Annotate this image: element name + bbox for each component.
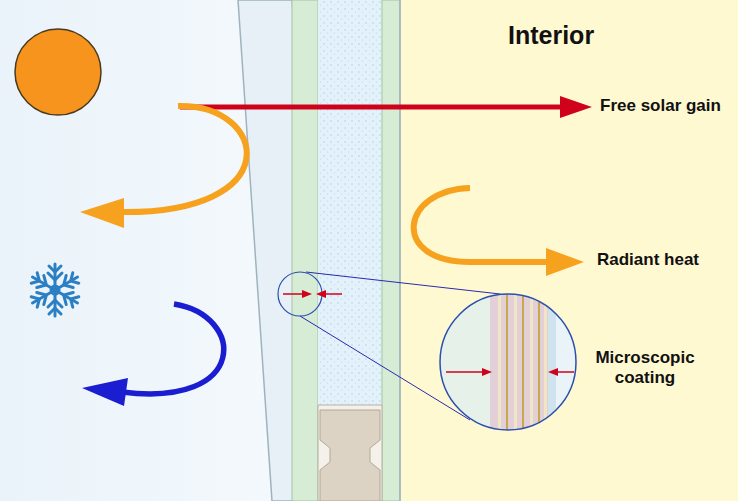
snowflake-arm: [29, 284, 59, 309]
outer-pane-edge: [292, 0, 318, 501]
coating-arrow: [446, 371, 484, 373]
zoom-circle: [278, 272, 322, 316]
coating-layer: [490, 290, 550, 440]
coating-arrow: [324, 293, 342, 295]
snowflake-stroke: [31, 273, 42, 286]
snowflake-stroke: [68, 273, 79, 286]
region-title: Interior: [508, 20, 594, 50]
air-gap: [318, 0, 382, 501]
reflected-heat-arrow: [118, 106, 247, 212]
coating-stripe: [538, 290, 540, 440]
zoom-line: [306, 272, 500, 294]
callout-label: Microscopic coating: [580, 348, 710, 389]
coating-stripe: [522, 290, 524, 440]
solar-gain-arrow: [180, 105, 562, 110]
coating-arrow: [556, 371, 574, 373]
sun-icon: [15, 29, 101, 115]
magnifier-circle: [440, 294, 576, 430]
inner-pane-face: [399, 0, 401, 501]
interior-ground: [380, 0, 738, 501]
cold-reflect-arrow: [122, 304, 224, 394]
arrow-head: [482, 368, 492, 376]
snowflake-stroke: [49, 266, 61, 272]
outer-glass-pane: [238, 0, 318, 501]
snowflake-stroke: [31, 294, 42, 307]
coating-arrow: [283, 293, 304, 295]
snowflake-icon: [29, 264, 81, 316]
spacer-bar: [318, 405, 382, 501]
snowflake-arm: [29, 271, 59, 296]
coating-stripe: [498, 290, 501, 440]
arrow-head: [560, 96, 592, 118]
drawing-part: [498, 290, 547, 440]
outer-pane-edge: [292, 0, 318, 501]
snowflake-stroke: [68, 294, 79, 307]
arrow-head: [302, 290, 312, 298]
callout-label: Free solar gain: [600, 96, 721, 116]
radiant-heat-arrow: [414, 188, 550, 262]
callout-label: Radiant heat: [597, 250, 699, 270]
snowflake-stroke: [49, 308, 61, 314]
arrow-head: [82, 378, 128, 406]
coating-detail: [430, 290, 596, 440]
coating-stripe: [530, 290, 533, 440]
arrow-head: [548, 368, 558, 376]
coating-stripe: [506, 290, 508, 440]
arrow-head: [80, 198, 124, 228]
arrow-head: [316, 290, 326, 298]
inner-pane-edge: [382, 0, 400, 501]
spacer-bar: [320, 410, 380, 501]
snowflake-stroke: [51, 286, 59, 294]
arrow-head: [546, 248, 584, 276]
coating-stripe: [514, 290, 517, 440]
